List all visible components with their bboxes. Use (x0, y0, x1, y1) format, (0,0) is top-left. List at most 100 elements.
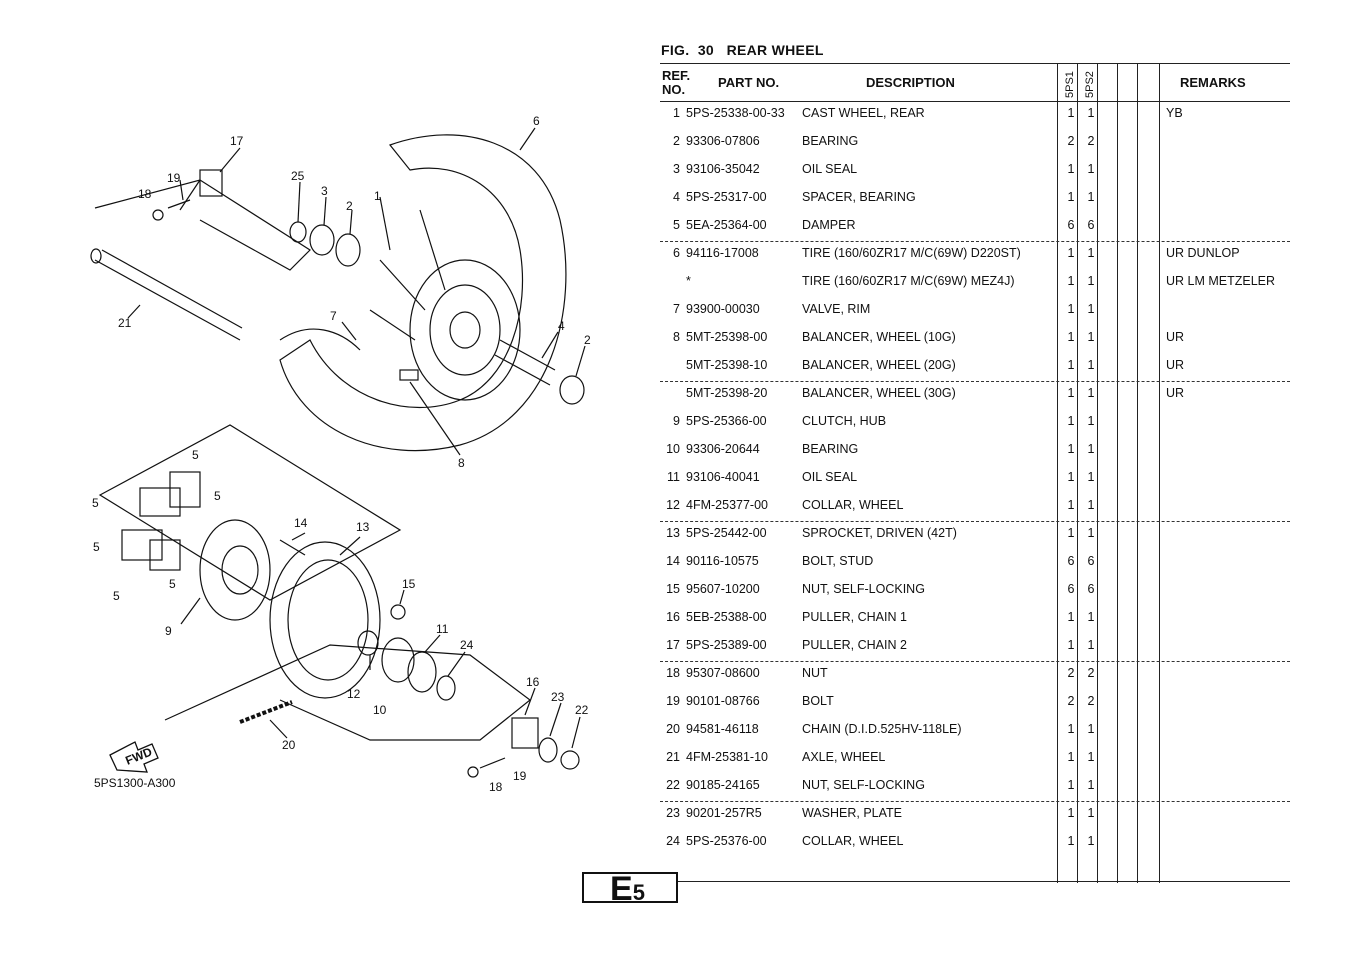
cell-ref: 2 (673, 134, 680, 148)
axle-21 (94, 259, 241, 341)
cell-desc: PULLER, CHAIN 1 (802, 610, 907, 624)
cell-q1: 1 (1067, 386, 1075, 400)
cell-q2: 1 (1087, 330, 1095, 344)
cell-part: 5PS-25366-00 (686, 414, 767, 428)
rear-tire (279, 134, 567, 452)
cell-remarks: UR (1166, 358, 1185, 372)
cell-q1: 2 (1067, 666, 1075, 680)
cell-q1: 1 (1067, 106, 1075, 120)
callout: 5 (192, 448, 199, 462)
sprocket-13 (269, 541, 381, 699)
cell-q2: 1 (1087, 386, 1095, 400)
callout: 23 (551, 690, 565, 704)
header-5ps2: 5PS2 (1084, 71, 1096, 98)
fig-number: 30 (697, 42, 714, 58)
cell-q2: 1 (1087, 806, 1095, 820)
header-remarks: REMARKS (1180, 75, 1246, 90)
cell-q2: 1 (1087, 302, 1095, 316)
cell-desc: TIRE (160/60ZR17 M/C(69W) D220ST) (802, 246, 1021, 260)
cell-q2: 6 (1087, 554, 1095, 568)
cell-ref: 3 (673, 162, 680, 176)
cell-part: 95307-08600 (686, 666, 760, 680)
cell-part: 90116-10575 (686, 554, 759, 568)
cell-ref: 7 (673, 302, 680, 316)
cell-q1: 1 (1067, 638, 1075, 652)
cell-ref: 4 (673, 190, 680, 204)
callout: 18 (489, 780, 503, 794)
callout: 25 (291, 169, 305, 183)
cell-q2: 1 (1087, 722, 1095, 736)
callout: 3 (321, 184, 328, 198)
fig-name: REAR WHEEL (726, 42, 824, 58)
cell-q1: 1 (1067, 834, 1075, 848)
callout: 18 (138, 187, 152, 201)
cell-part: 5MT-25398-00 (686, 330, 768, 344)
page-tag: E5 (582, 872, 678, 906)
callout: 11 (436, 622, 449, 636)
cell-ref: 20 (666, 722, 680, 736)
cell-part: 5MT-25398-10 (686, 358, 768, 372)
cell-ref: 1 (673, 106, 680, 120)
cell-ref: 16 (666, 610, 680, 624)
callout: 15 (402, 577, 416, 591)
cell-desc: TIRE (160/60ZR17 M/C(69W) MEZ4J) (802, 274, 1015, 288)
swingarm-upper (94, 179, 311, 271)
cell-part: 4FM-25377-00 (686, 498, 768, 512)
cell-desc: NUT (802, 666, 828, 680)
cell-desc: OIL SEAL (802, 470, 858, 484)
cell-q2: 1 (1087, 470, 1095, 484)
cell-q1: 1 (1067, 190, 1075, 204)
cell-q2: 1 (1087, 246, 1095, 260)
callout: 12 (347, 687, 361, 701)
cell-ref: 8 (673, 330, 680, 344)
drive-chain-20 (239, 700, 293, 724)
callout: 5 (113, 589, 120, 603)
cell-q1: 1 (1067, 302, 1075, 316)
cell-part: 5MT-25398-20 (686, 386, 768, 400)
callout: 13 (356, 520, 370, 534)
cell-q2: 1 (1087, 162, 1095, 176)
cell-desc: BOLT, STUD (802, 554, 874, 568)
cell-desc: WASHER, PLATE (802, 806, 903, 820)
cell-part: 93306-20644 (686, 442, 760, 456)
callout: 24 (460, 638, 474, 652)
cell-ref: 23 (666, 806, 680, 820)
cell-desc: SPROCKET, DRIVEN (42T) (802, 526, 957, 540)
cell-desc: BALANCER, WHEEL (30G) (802, 386, 956, 400)
header-5ps1: 5PS1 (1064, 71, 1076, 98)
cell-q1: 1 (1067, 330, 1075, 344)
cell-q2: 1 (1087, 610, 1095, 624)
cell-ref: 18 (666, 666, 680, 680)
callout: 19 (167, 171, 181, 185)
callout: 5 (214, 489, 221, 503)
cell-q2: 1 (1087, 274, 1095, 288)
cell-q1: 6 (1067, 218, 1075, 232)
cell-q2: 1 (1087, 778, 1095, 792)
cell-desc: COLLAR, WHEEL (802, 498, 904, 512)
cell-q2: 1 (1087, 750, 1095, 764)
cell-desc: CHAIN (D.I.D.525HV-118LE) (802, 722, 962, 736)
cell-desc: BEARING (802, 442, 859, 456)
cell-ref: 17 (666, 638, 680, 652)
cell-q1: 1 (1067, 750, 1075, 764)
cell-ref: 13 (666, 526, 680, 540)
callout: 8 (458, 456, 465, 470)
cell-q2: 2 (1087, 694, 1095, 708)
fig-label: FIG. (661, 42, 690, 58)
callout: 19 (513, 769, 527, 783)
cell-desc: COLLAR, WHEEL (802, 834, 904, 848)
